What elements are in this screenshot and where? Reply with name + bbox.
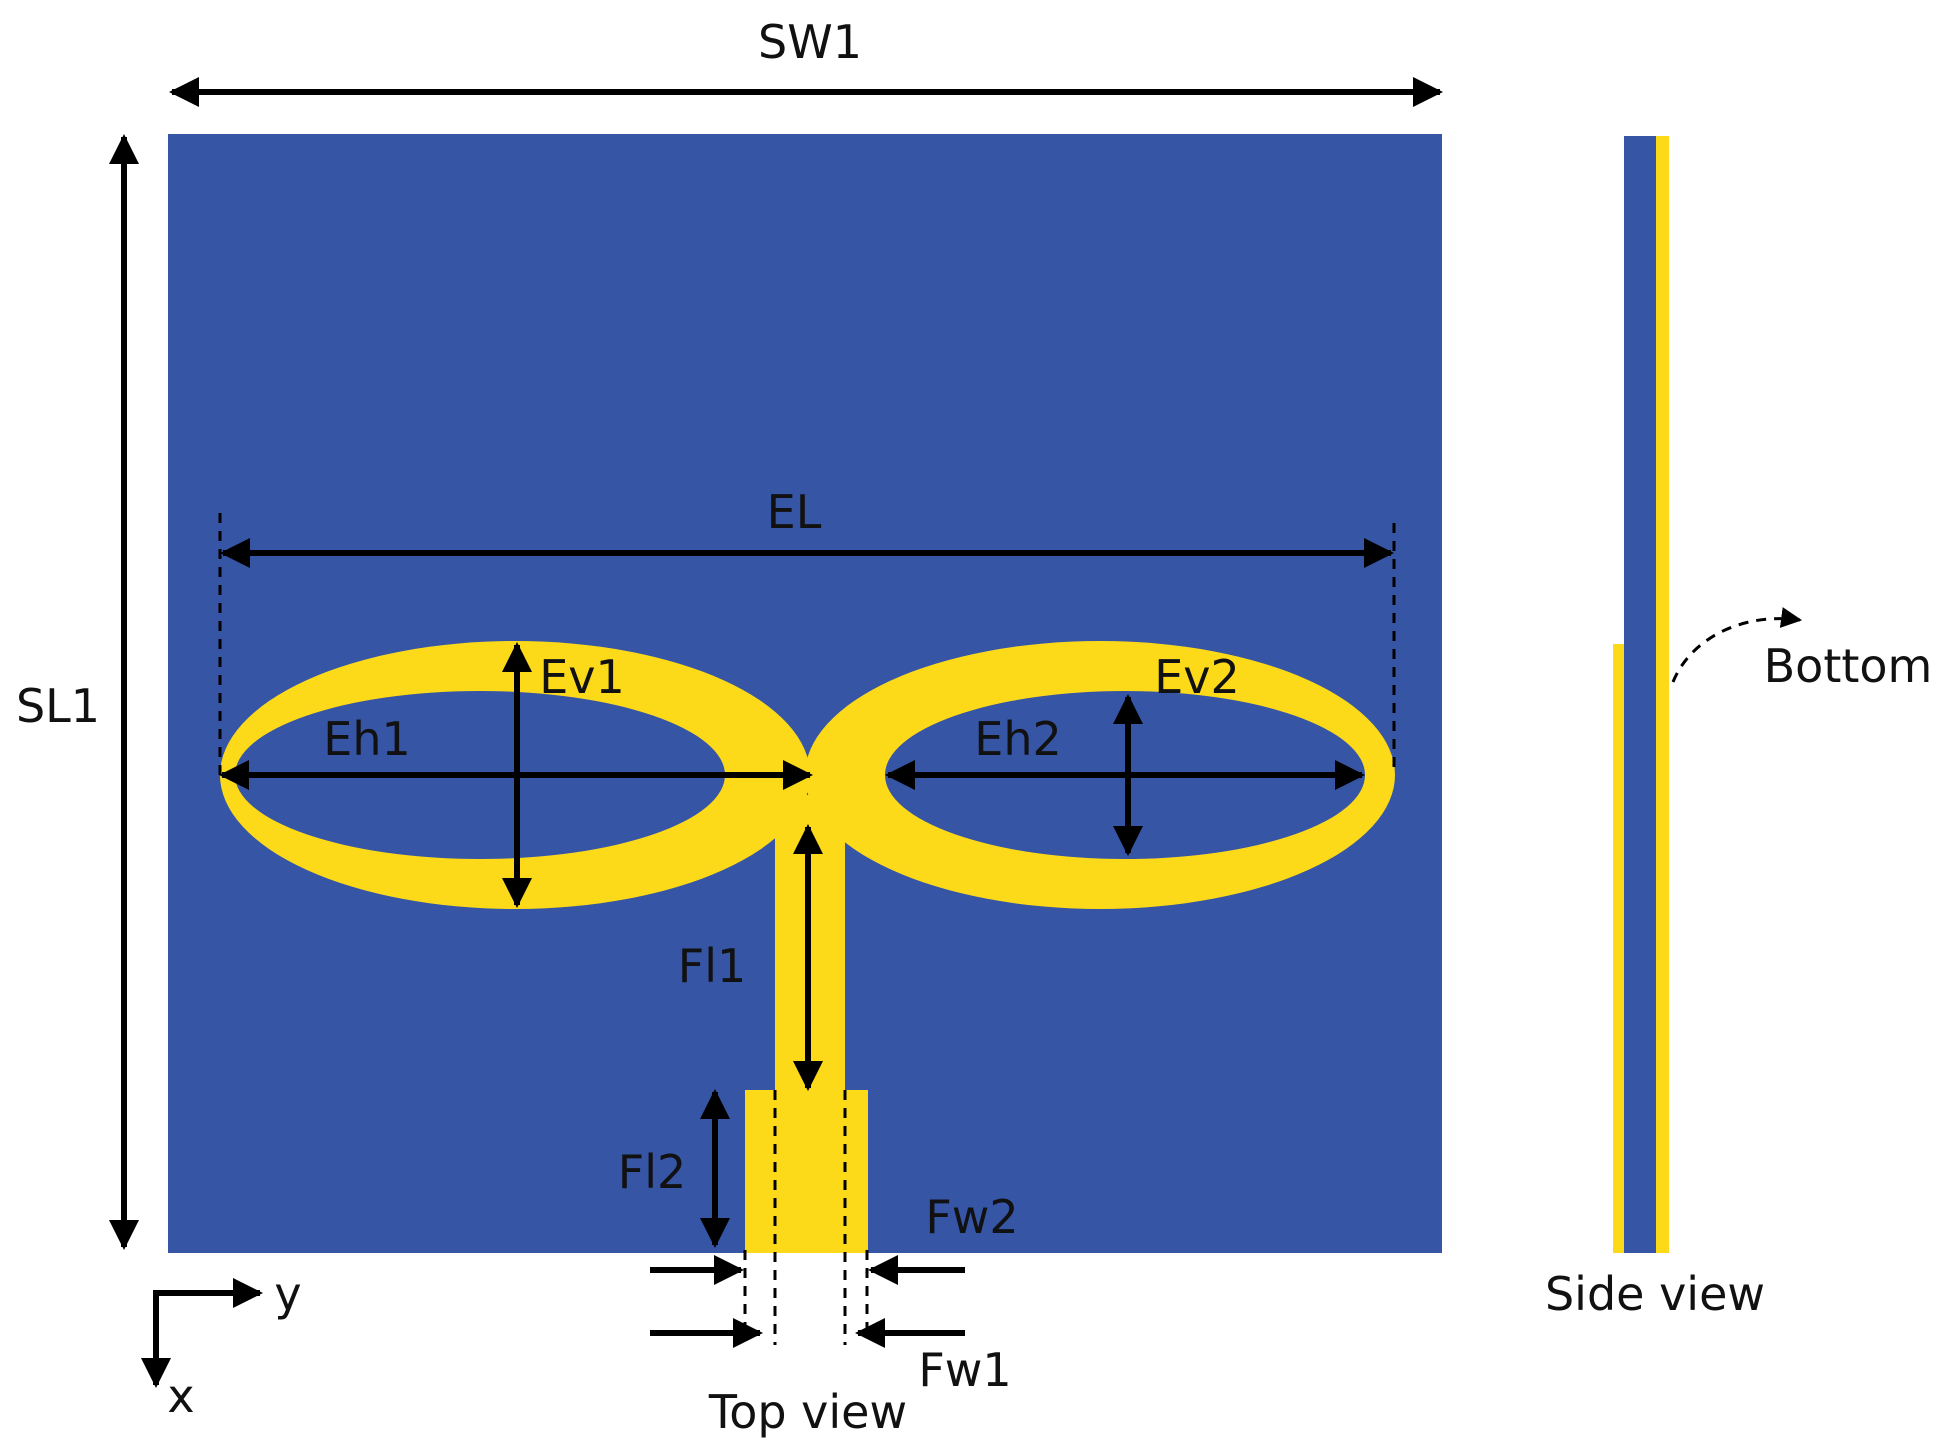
fw1-label: Fw1 — [918, 1343, 1011, 1397]
ev2-label: Ev2 — [1154, 650, 1240, 704]
el-label: EL — [767, 485, 822, 539]
top-view-label: Top view — [708, 1385, 907, 1439]
sw1-label: SW1 — [758, 15, 862, 69]
eh1-label: Eh1 — [323, 712, 411, 766]
side-substrate — [1624, 136, 1656, 1253]
sl1-label: SL1 — [16, 679, 100, 733]
eh2-label: Eh2 — [974, 712, 1062, 766]
side-metal-bottom-strip — [1613, 644, 1624, 1253]
fl1-label: Fl1 — [678, 939, 747, 993]
ev1-label: Ev1 — [539, 650, 625, 704]
fw2-label: Fw2 — [925, 1190, 1018, 1244]
side-view: Bottom Side view — [1545, 136, 1932, 1321]
side-view-label: Side view — [1545, 1267, 1765, 1321]
bottom-label: Bottom — [1764, 639, 1933, 693]
bottom-pointer-arrow — [1671, 607, 1803, 683]
axis-x-label: x — [167, 1369, 194, 1423]
fl2-label: Fl2 — [618, 1145, 687, 1199]
side-metal-ground — [1656, 136, 1669, 1253]
axis-y-label: y — [274, 1267, 301, 1321]
top-view: SW1 SL1 EL Ev1 Ev2 Eh1 Eh2 Fl1 Fl2 Fw2 F… — [16, 15, 1443, 1439]
feed-line-fl2 — [745, 1090, 868, 1253]
